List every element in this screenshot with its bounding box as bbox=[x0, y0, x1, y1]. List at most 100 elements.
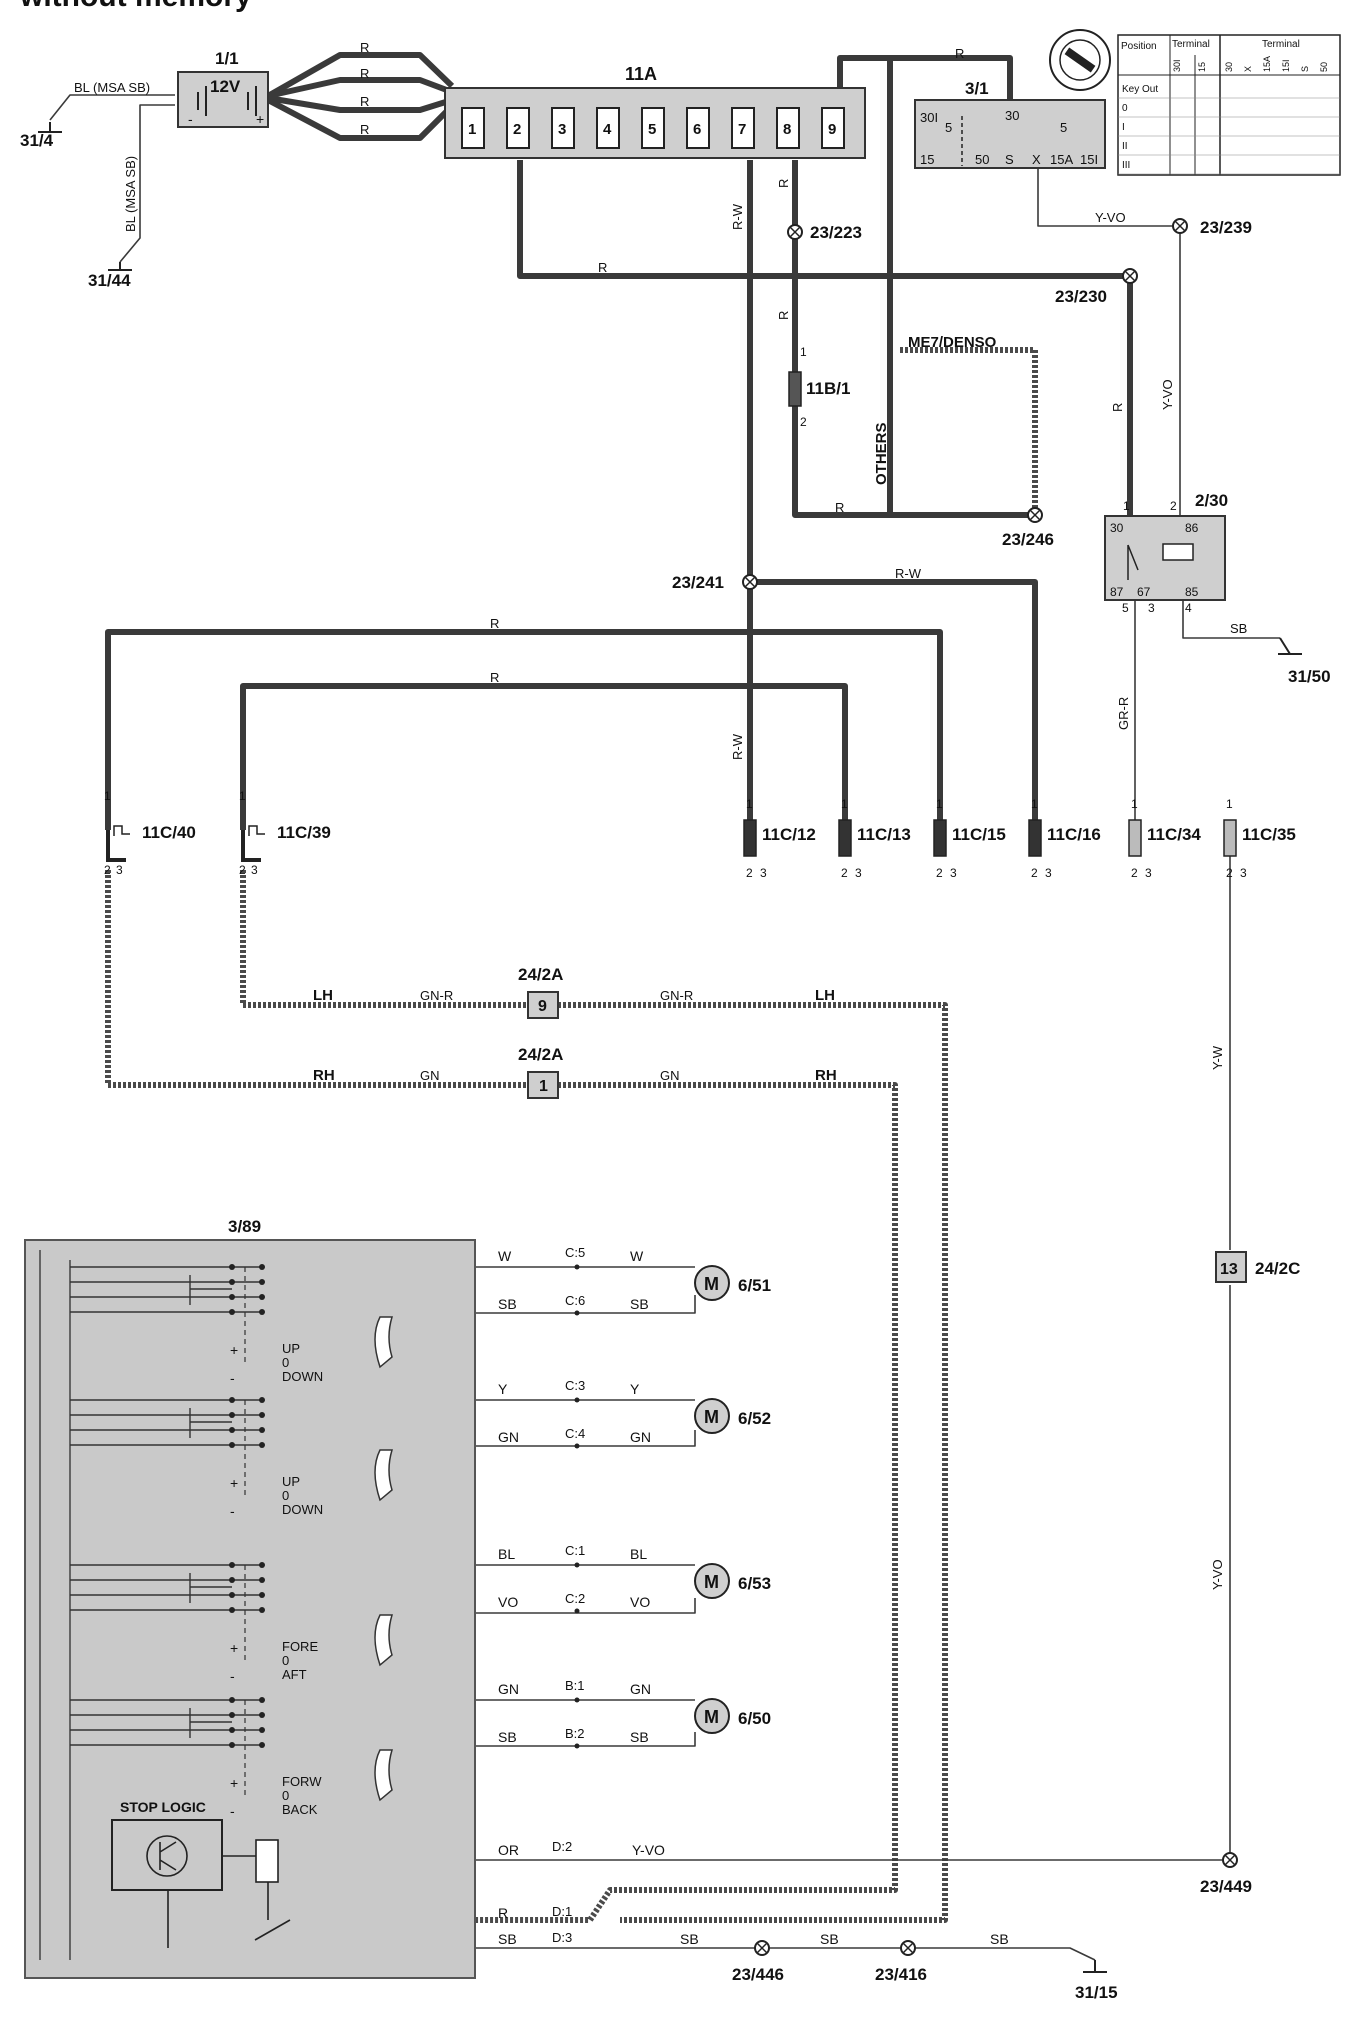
motor-wire-color: W bbox=[630, 1248, 644, 1264]
switch-contact bbox=[229, 1607, 235, 1613]
splice-23-416: 23/416 bbox=[875, 1940, 927, 1984]
ign-terminal: 30I bbox=[920, 110, 938, 125]
wire-label-gn: GN bbox=[660, 1068, 680, 1083]
motor-wire-color: SB bbox=[630, 1729, 649, 1745]
wire-rh-gn bbox=[105, 870, 898, 1923]
motor-wire-color: GN bbox=[630, 1681, 651, 1697]
pin-label: 3 bbox=[1240, 866, 1247, 880]
pin-dot bbox=[574, 1743, 580, 1749]
fuse-slot-number: 2 bbox=[513, 121, 521, 138]
switch-position-label: UP bbox=[282, 1474, 300, 1489]
wire-r-11c39 bbox=[240, 683, 848, 830]
pin-label: 1 bbox=[1131, 797, 1138, 811]
switch-contact bbox=[229, 1264, 235, 1270]
ignition-key-icon bbox=[1049, 29, 1111, 91]
ign-terminal: 15A bbox=[1050, 152, 1073, 167]
motor-pin: B:2 bbox=[565, 1726, 585, 1741]
motor-symbol: M bbox=[704, 1407, 719, 1427]
switch-minus: - bbox=[230, 1503, 235, 1519]
motor-pin: C:6 bbox=[565, 1293, 585, 1308]
fuse-slot-frame bbox=[506, 107, 530, 149]
switch-contact bbox=[259, 1427, 265, 1433]
fuse-label: 11C/34 bbox=[1147, 825, 1201, 844]
wire-label-bl-msa-1: BL (MSA SB) bbox=[74, 80, 150, 95]
stop-logic-box bbox=[111, 1819, 223, 1891]
wire-label-gnr: GN-R bbox=[660, 988, 693, 1003]
fuse-slot: 9 bbox=[821, 107, 845, 149]
pin-label: 1 bbox=[104, 789, 111, 803]
splice-label: 23/230 bbox=[1055, 287, 1107, 306]
pin-label: 3 bbox=[760, 866, 767, 880]
motor-wire-color: Y bbox=[498, 1381, 508, 1397]
pin-label: 3 bbox=[1145, 866, 1152, 880]
switch-contact bbox=[259, 1607, 265, 1613]
wire-label-yw: Y-W bbox=[1210, 1045, 1225, 1070]
switch-contact bbox=[259, 1562, 265, 1568]
splice-label: 23/246 bbox=[1002, 530, 1054, 549]
wire-label-r: R bbox=[498, 1905, 508, 1921]
fuse-slot-number: 8 bbox=[783, 121, 791, 138]
ign-terminal: 15 bbox=[920, 152, 934, 167]
wire-label-yvo: Y-VO bbox=[632, 1842, 665, 1858]
wire-label-yvo: Y-VO bbox=[1095, 210, 1126, 225]
fuse-slot-number: 3 bbox=[558, 121, 566, 138]
motor-id: 6/51 bbox=[738, 1276, 771, 1295]
module-id: 3/89 bbox=[228, 1217, 261, 1236]
wire-label-r: R bbox=[1110, 403, 1125, 412]
ground-icon bbox=[1278, 637, 1302, 655]
wire-label-sb: SB bbox=[990, 1931, 1009, 1947]
switch-contact bbox=[229, 1712, 235, 1718]
switch-bridge bbox=[189, 1408, 232, 1438]
splice-label: 23/223 bbox=[810, 223, 862, 242]
connector-24-2a-lh: 9 24/2A bbox=[518, 965, 563, 1019]
wire-bl-msa-2 bbox=[119, 104, 175, 263]
pin-label: 1 bbox=[1226, 797, 1233, 811]
splice-label: 23/241 bbox=[672, 573, 724, 592]
wire-label-r: R bbox=[360, 122, 369, 137]
fuse-slot-frame bbox=[551, 107, 575, 149]
motor-wire-color: VO bbox=[498, 1594, 518, 1610]
wire-label-r: R bbox=[776, 179, 791, 188]
battery: 1/1 12V - + bbox=[177, 49, 269, 128]
motor-wire-color: W bbox=[498, 1248, 512, 1264]
ground-icon bbox=[108, 262, 132, 271]
table-col-label: 15A bbox=[1262, 56, 1272, 72]
table-row-label: II bbox=[1122, 141, 1128, 152]
wire-label-r: R bbox=[360, 66, 369, 81]
motor-pin: C:5 bbox=[565, 1245, 585, 1260]
fuse-slot-frame bbox=[821, 107, 845, 149]
switch-contact bbox=[229, 1592, 235, 1598]
table-col-label: 50 bbox=[1319, 62, 1329, 72]
relay-pin: 67 bbox=[1137, 585, 1151, 599]
switch-position-label: DOWN bbox=[282, 1369, 323, 1384]
relay-coil-icon bbox=[255, 1839, 279, 1883]
seat-direction-icon bbox=[374, 1614, 394, 1667]
breaker-icon bbox=[248, 825, 265, 836]
motor-pin: B:1 bbox=[565, 1678, 585, 1693]
switch-contact bbox=[229, 1577, 235, 1583]
pin-label: 2 bbox=[800, 415, 807, 429]
fuse-slot: 7 bbox=[731, 107, 755, 149]
splice-23-246: 23/246 bbox=[1002, 507, 1054, 549]
fuse-label: 11C/12 bbox=[762, 825, 816, 844]
pin-label: 3 bbox=[1045, 866, 1052, 880]
pin-label: 1 bbox=[239, 789, 246, 803]
wire-label-r: R bbox=[490, 670, 499, 685]
switch-bridge bbox=[189, 1275, 232, 1305]
switch-contact bbox=[259, 1712, 265, 1718]
connector-label: 24/2C bbox=[1255, 1259, 1300, 1278]
wire-label-rw: R-W bbox=[730, 203, 745, 230]
fuse-label: 11C/13 bbox=[857, 825, 911, 844]
fuse-body bbox=[1028, 819, 1042, 857]
battery-voltage: 12V bbox=[210, 77, 241, 96]
